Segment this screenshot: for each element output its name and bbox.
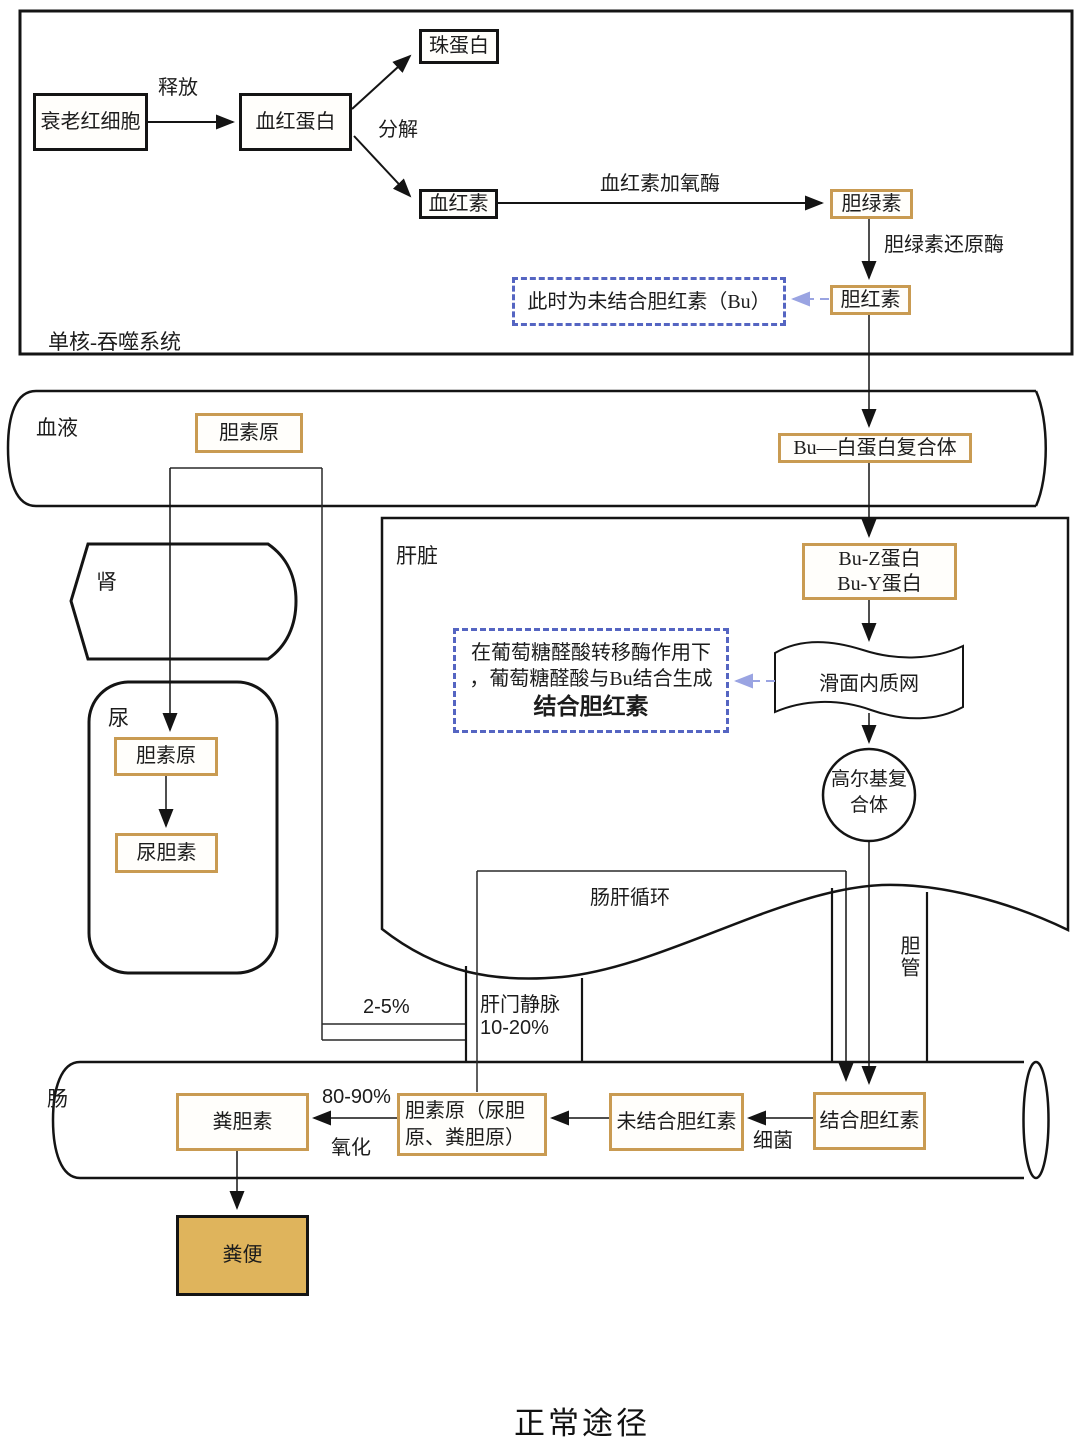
kidney-shape [69,542,298,661]
channel-walls [464,888,929,1062]
reflux-pipe-lines [170,467,466,1041]
blood-cylinder-shape [6,389,1047,508]
urine-label: 尿 [108,706,129,730]
bacteria-label: 细菌 [753,1130,793,1152]
mononuclear-system-box [18,9,1074,356]
biliverdin-reductase-label: 胆绿素还原酶 [884,234,1004,256]
unconjugated-bilirubin-note: 此时为未结合胆红素（Bu） [512,277,786,326]
portal-vein-label: 肝门静脉 10-20% [480,994,560,1039]
pct-2-5-label: 2-5% [363,996,410,1018]
node-bu-albumin-complex: Bu—白蛋白复合体 [778,433,972,463]
intestine-cylinder-shape [51,1060,1024,1180]
blood-label: 血液 [36,416,78,440]
node-heme: 血红素 [419,189,498,219]
note-pointer-arrows [734,291,829,689]
release-label: 释放 [158,77,198,99]
liver-shape [380,516,1070,980]
node-urobilin: 尿胆素 [115,833,218,873]
node-hemoglobin: 血红蛋白 [239,93,352,151]
heme-oxygenase-label: 血红素加氧酶 [600,173,720,195]
node-bilirubin: 胆红素 [830,285,911,315]
liver-label: 肝脏 [396,544,438,568]
node-feces: 粪便 [176,1215,309,1296]
node-globin: 珠蛋白 [419,29,499,64]
node-bu-zy-protein: Bu-Z蛋白 Bu-Y蛋白 [802,543,957,600]
urine-container-shape [87,680,279,975]
kidney-label: 肾 [96,570,117,594]
node-bilinogen-urine: 胆素原 [114,737,218,776]
smooth-er-shape [774,641,964,720]
node-bilinogen-intestine: 胆素原（尿胆原、粪胆原） [397,1093,547,1156]
node-biliverdin: 胆绿素 [830,189,913,219]
diagram-title: 正常途径 [514,1406,650,1441]
node-senescent-rbc: 衰老红细胞 [33,93,148,151]
enterohepatic-label: 肠肝循环 [590,887,670,909]
mononuclear-system-label: 单核-吞噬系统 [48,330,181,354]
glucuronide-note: 在葡萄糖醛酸转移酶作用下 ，葡萄糖醛酸与Bu结合生成 结合胆红素 [453,628,729,733]
enterohepatic-lines [476,870,846,1092]
intestine-label: 肠 [47,1087,68,1111]
node-conjugated-bilirubin: 结合胆红素 [813,1092,926,1150]
oxidation-label: 氧化 [331,1137,371,1159]
node-smooth-er: 滑面内质网 [819,673,919,695]
pct-80-90-label: 80-90% [322,1086,391,1108]
bile-duct-label: 胆管 [897,935,919,979]
flow-arrows-main [158,218,877,1210]
node-bilinogen-blood: 胆素原 [195,413,303,453]
node-stercobilin: 粪胆素 [176,1093,309,1151]
flow-arrows-top [147,54,824,211]
node-unconjugated-bilirubin: 未结合胆红素 [609,1093,744,1151]
intestine-end-cap [1022,1060,1050,1180]
decompose-label: 分解 [378,119,418,141]
node-golgi: 高尔基复 合体 [830,769,907,816]
